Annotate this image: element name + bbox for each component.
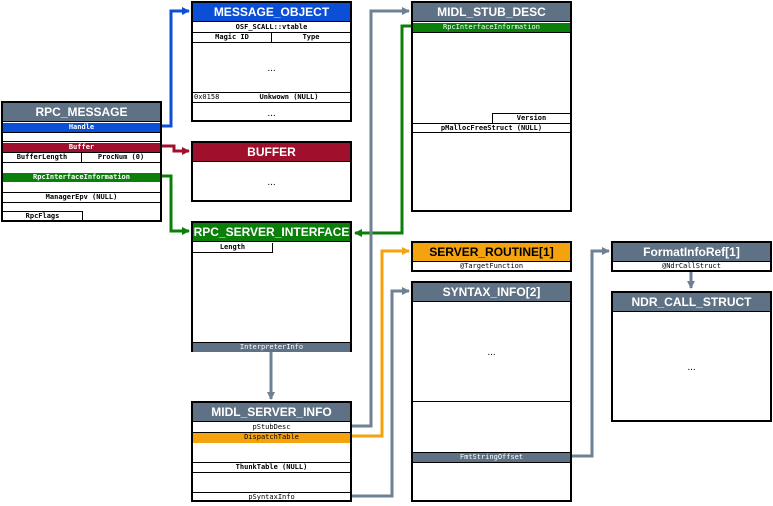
midl-stub-desc-title: MIDL_STUB_DESC: [413, 3, 570, 22]
format-info-ref-title: FormatInfoRef[1]: [613, 243, 770, 262]
vtable-field: OSF_SCALL::vtable: [193, 23, 350, 33]
rpc-flags-field: RpcFlags: [3, 211, 83, 220]
type-field: Type: [302, 33, 320, 41]
buffer-struct: BUFFER ...: [191, 141, 352, 202]
stub-rpc-interface-information-field: RpcInterfaceInformation: [413, 23, 570, 33]
syntax-info-struct: SYNTAX_INFO[2] ... FmtStringOffset: [411, 281, 572, 502]
arrow-pstubdesc-to-stub-desc: [352, 7, 410, 428]
magic-id-field: Magic ID: [193, 33, 272, 42]
rpc-message-title: RPC_MESSAGE: [3, 103, 160, 122]
version-field: Version: [492, 113, 570, 123]
rpc-message-struct: RPC_MESSAGE Handle Buffer BufferLength P…: [1, 101, 162, 222]
manager-epv-field: ManagerEpv (NULL): [3, 192, 160, 203]
arrow-buffer-to-buffer: [162, 144, 190, 155]
buffer-title: BUFFER: [193, 143, 350, 162]
buffer-field: Buffer: [3, 143, 160, 152]
arrow-rpcinterface-to-server-interface: [162, 174, 190, 235]
offset-label: 0x0158: [194, 93, 220, 101]
server-routine-struct: SERVER_ROUTINE[1] @TargetFunction: [411, 241, 572, 272]
rpc-message-empty-row: [3, 132, 160, 142]
magic-type-row: Magic ID Type: [193, 33, 350, 43]
rpc-server-interface-title: RPC_SERVER_INTERFACE: [193, 223, 350, 242]
p-malloc-free-struct-field: pMallocFreeStruct (NULL): [413, 123, 570, 133]
arrow-fmtstringoffset-to-formatinforef: [572, 247, 610, 458]
thunk-table-field: ThunkTable (NULL): [193, 462, 350, 473]
procnum-field: ProcNum (0): [97, 153, 145, 161]
rpc-server-interface-struct: RPC_SERVER_INTERFACE Length InterpreterI…: [191, 221, 352, 352]
arrow-dispatchtable-to-server-routine: [352, 247, 410, 438]
ndr-call-struct: NDR_CALL_STRUCT ...: [611, 291, 772, 422]
arrow-handle-to-message-object: [162, 7, 190, 128]
ndr-call-struct-title: NDR_CALL_STRUCT: [613, 293, 770, 312]
midl-server-info-struct: MIDL_SERVER_INFO pStubDesc DispatchTable…: [191, 401, 352, 502]
midl-stub-desc-struct: MIDL_STUB_DESC RpcInterfaceInformation V…: [411, 1, 572, 212]
server-routine-title: SERVER_ROUTINE[1]: [413, 243, 570, 262]
message-object-ellipsis-2: ...: [267, 108, 276, 119]
ndr-call-struct-ellipsis: ...: [687, 362, 696, 373]
syntax-info-divider: [413, 401, 570, 402]
message-object-struct: MESSAGE_OBJECT OSF_SCALL::vtable Magic I…: [191, 1, 352, 122]
interpreter-info-field: InterpreterInfo: [193, 342, 350, 352]
buffer-ellipsis: ...: [267, 177, 276, 188]
handle-field: Handle: [3, 123, 160, 132]
ndr-call-struct-ref-field: @NdrCallStruct: [661, 262, 721, 270]
p-syntax-info-field: pSyntaxInfo: [193, 492, 350, 502]
arrow-psyntaxinfo-to-syntax-info: [352, 287, 410, 498]
buffer-length-procnum-row: BufferLength ProcNum (0): [3, 152, 160, 163]
rpc-interface-information-field: RpcInterfaceInformation: [3, 173, 160, 182]
midl-server-info-title: MIDL_SERVER_INFO: [193, 403, 350, 422]
syntax-info-ellipsis: ...: [487, 347, 496, 358]
dispatch-table-field: DispatchTable: [193, 433, 350, 443]
unknown-field: Unkwown (NULL): [259, 93, 319, 101]
arrow-stubdesc-to-server-interface: [354, 24, 412, 237]
fmt-string-offset-field: FmtStringOffset: [413, 452, 570, 463]
syntax-info-title: SYNTAX_INFO[2]: [413, 283, 570, 302]
format-info-ref-struct: FormatInfoRef[1] @NdrCallStruct: [611, 241, 772, 272]
unknown-row: 0x0158 Unkwown (NULL): [193, 92, 350, 103]
length-field: Length: [193, 243, 273, 253]
target-function-field: @TargetFunction: [459, 262, 524, 270]
buffer-length-field: BufferLength: [3, 153, 82, 162]
message-object-title: MESSAGE_OBJECT: [193, 3, 350, 22]
message-object-ellipsis-1: ...: [267, 63, 276, 74]
p-stub-desc-field: pStubDesc: [193, 423, 350, 433]
